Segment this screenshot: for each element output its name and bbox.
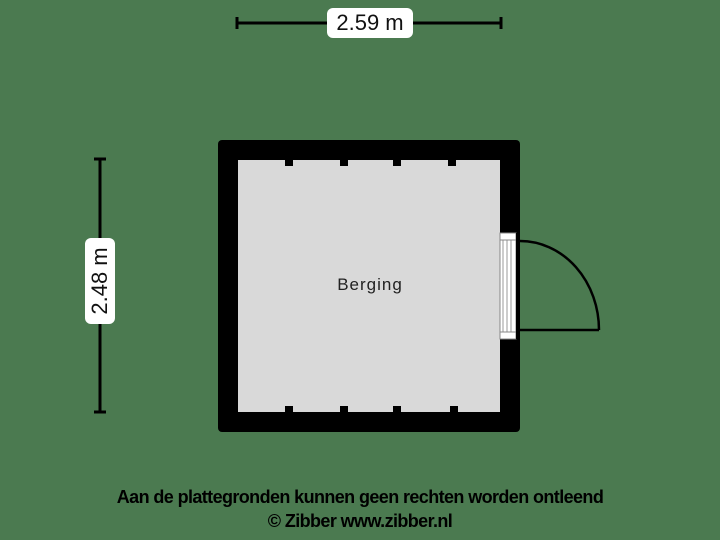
- top-wall-studs: [285, 160, 456, 166]
- door: [499, 232, 601, 340]
- height-dimension-label: 2.48 m: [85, 238, 115, 324]
- room-label: Berging: [337, 275, 403, 294]
- room-floor: [238, 160, 500, 412]
- disclaimer-text: Aan de plattegronden kunnen geen rechten…: [116, 487, 604, 507]
- bottom-wall-studs: [285, 406, 458, 412]
- copyright-text: © Zibber www.zibber.nl: [267, 511, 453, 531]
- width-dimension-label: 2.59 m: [327, 8, 413, 38]
